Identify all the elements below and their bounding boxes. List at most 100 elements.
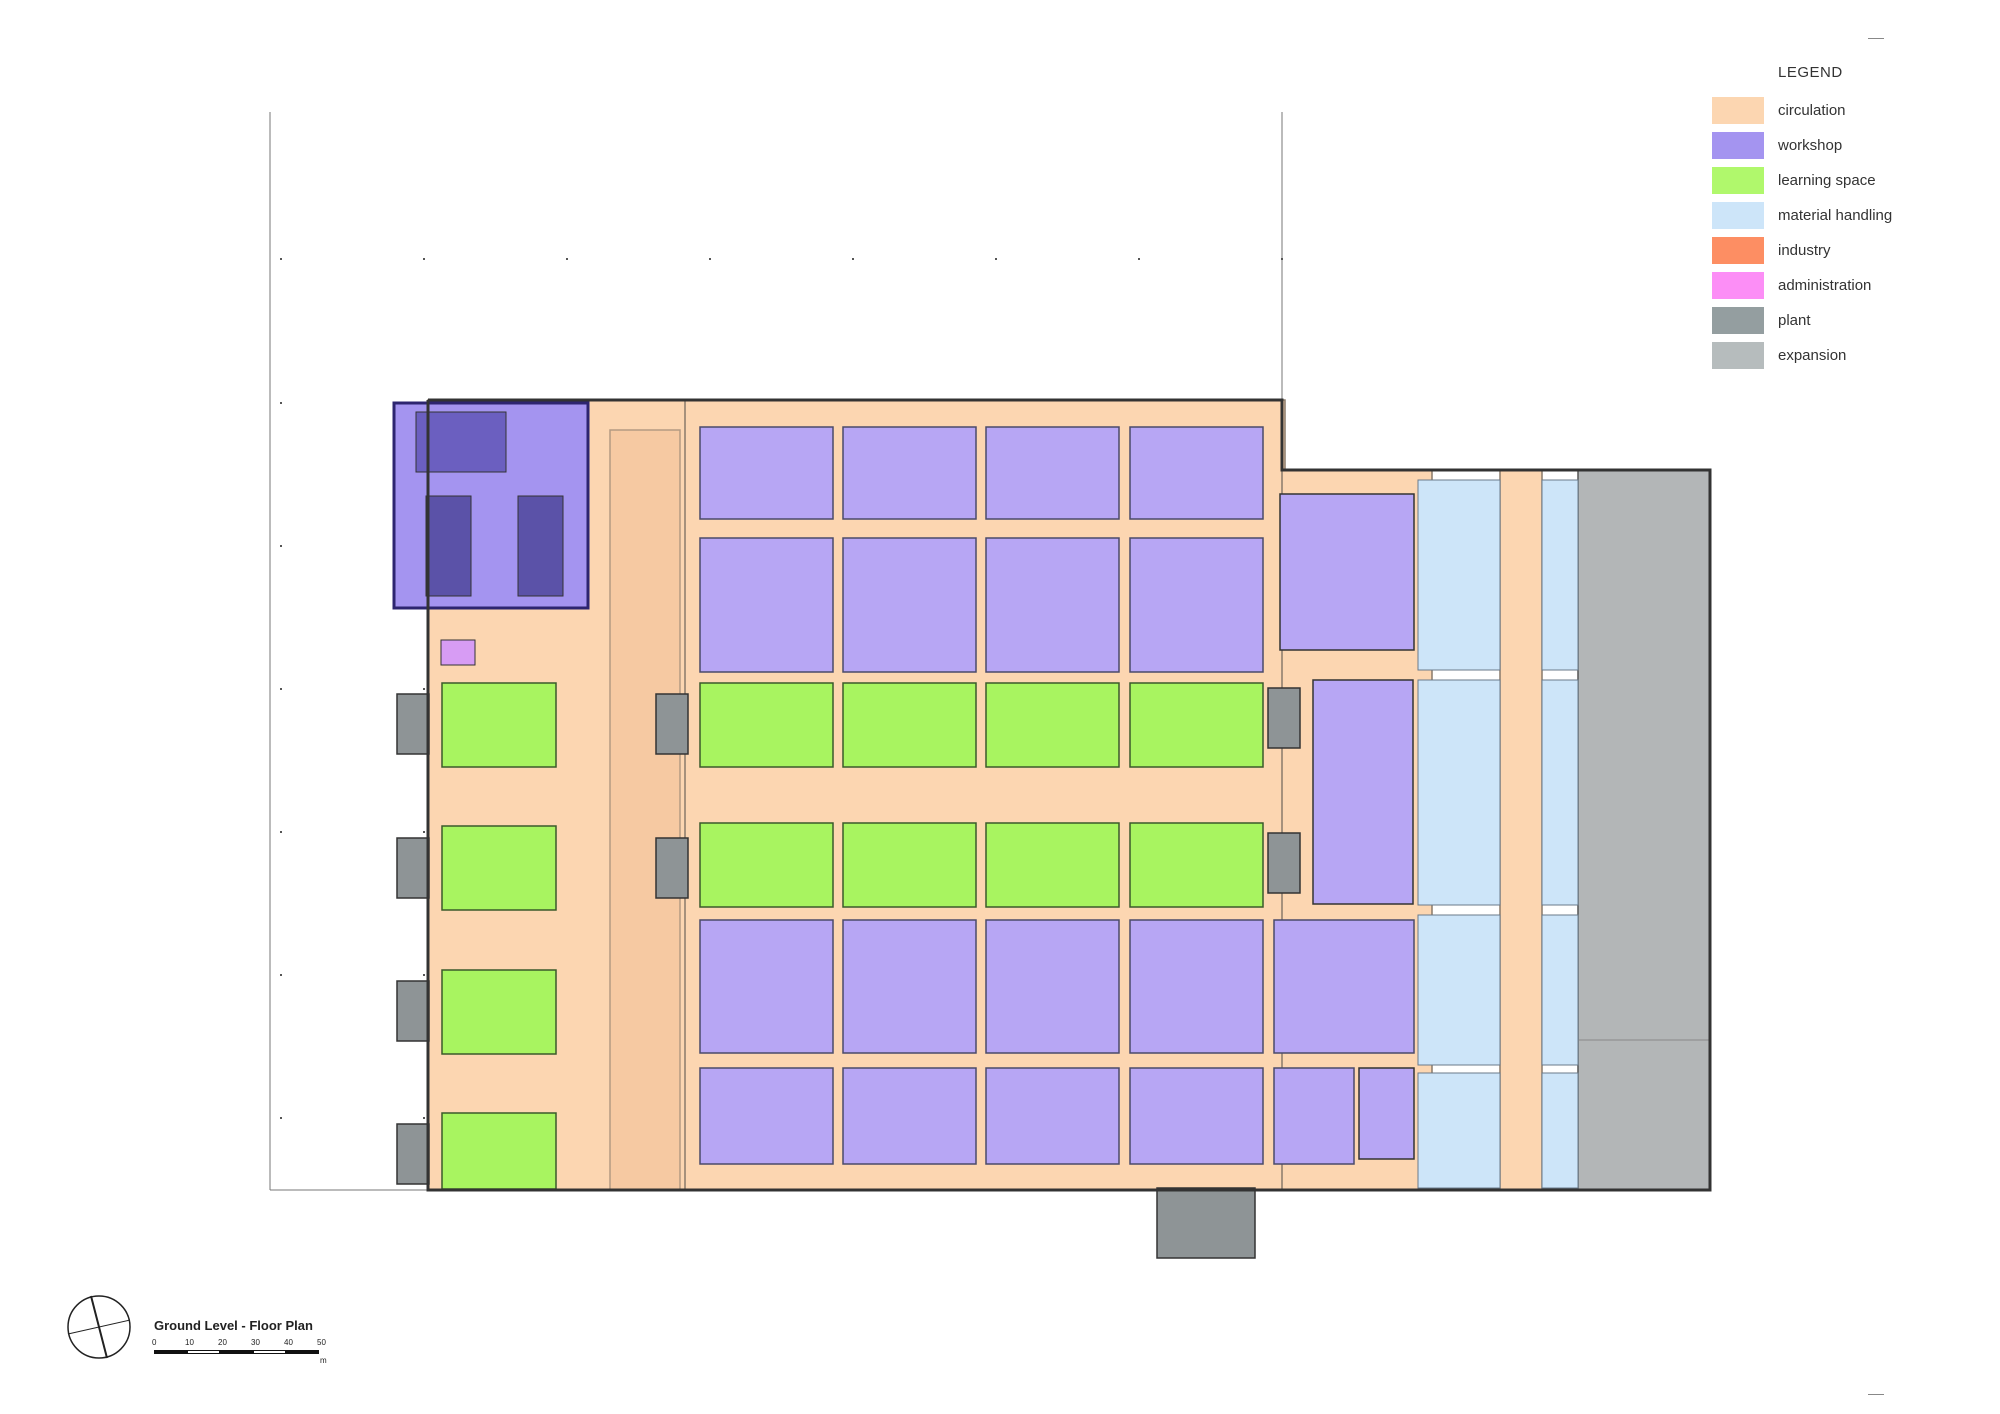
grid-dot [423, 974, 425, 976]
scale-segment [187, 1350, 220, 1354]
grid-dot [995, 258, 997, 260]
scale-segment [253, 1350, 286, 1354]
grid-dot [280, 258, 282, 260]
plant-annex-south [1156, 1187, 1256, 1259]
legend-items: circulation workshop learning space materia… [1712, 93, 1962, 373]
workshop-room [842, 537, 977, 673]
grid-dot [280, 1117, 282, 1119]
legend-swatch [1712, 97, 1764, 124]
workshop-east [1279, 493, 1415, 1160]
scale-tick-30: 30 [251, 1338, 260, 1347]
corner-mark-top [1868, 38, 1884, 39]
learning-space-room [985, 682, 1120, 768]
learning-space-room [441, 1112, 557, 1190]
workshop-room [985, 537, 1120, 673]
workshop-room [842, 426, 977, 520]
legend-label: industry [1778, 242, 1831, 259]
material-handling-zone [1417, 479, 1579, 1189]
legend-swatch [1712, 237, 1764, 264]
scale-segment [286, 1350, 319, 1354]
grid-dot [709, 258, 711, 260]
workshop-room [699, 919, 834, 1054]
workshop-room [842, 919, 977, 1054]
legend-swatch [1712, 167, 1764, 194]
legend-label: circulation [1778, 102, 1846, 119]
legend-label: administration [1778, 277, 1872, 294]
workshop-room [1129, 1067, 1264, 1165]
corner-mark-bottom [1868, 1394, 1884, 1395]
plant-room [396, 837, 430, 899]
grid-dot [280, 974, 282, 976]
grid-dot [280, 545, 282, 547]
grid-dot [852, 258, 854, 260]
learning-space-room [1129, 682, 1264, 768]
scale-unit: m [320, 1356, 327, 1365]
workshop-room [699, 537, 834, 673]
workshop-room [985, 426, 1120, 520]
legend-label: material handling [1778, 207, 1893, 224]
grid-dot [566, 258, 568, 260]
grid-dot [280, 831, 282, 833]
workshop-room [1129, 919, 1264, 1054]
legend-swatch [1712, 307, 1764, 334]
legend-item: plant [1712, 303, 1962, 338]
legend-swatch [1712, 272, 1764, 299]
workshop-room [699, 426, 834, 520]
legend-item: industry [1712, 233, 1962, 268]
scale-tick-10: 10 [185, 1338, 194, 1347]
scale-tick-50: 50 [317, 1338, 326, 1347]
workshop-room [842, 1067, 977, 1165]
legend-title: LEGEND [1778, 64, 1843, 81]
legend-swatch [1712, 202, 1764, 229]
workshop-room [985, 919, 1120, 1054]
scale-tick-20: 20 [218, 1338, 227, 1347]
scale-bar: 0 10 20 30 40 50 m [152, 1338, 332, 1368]
learning-space-room [441, 825, 557, 911]
legend-item: learning space [1712, 163, 1962, 198]
legend-label: plant [1778, 312, 1811, 329]
scale-tick-40: 40 [284, 1338, 293, 1347]
learning-space-room [699, 822, 834, 908]
scale-tick-0: 0 [152, 1338, 157, 1347]
grid-dot [280, 402, 282, 404]
legend-label: workshop [1778, 137, 1843, 154]
learning-space-room [1129, 822, 1264, 908]
building-outline [426, 398, 1712, 1192]
plant-room [1267, 687, 1301, 749]
workshop-room [1129, 537, 1264, 673]
learning-space-room [699, 682, 834, 768]
workshop-room [1129, 426, 1264, 520]
grid-dot [280, 688, 282, 690]
legend-swatch [1712, 132, 1764, 159]
plant-room [396, 980, 430, 1042]
plant-room [655, 693, 689, 755]
legend-item: workshop [1712, 128, 1962, 163]
plant-room [396, 1123, 430, 1185]
grid-dot [1138, 258, 1140, 260]
learning-space-room [441, 682, 557, 768]
learning-space-room [842, 682, 977, 768]
workshop-room [1273, 919, 1415, 1054]
expansion-zone [1577, 469, 1711, 1191]
legend-label: expansion [1778, 347, 1847, 364]
learning-space-room [441, 969, 557, 1055]
plant-rooms [396, 687, 1301, 1185]
workshop-block-northwest [392, 401, 590, 666]
grid-dot [423, 831, 425, 833]
learning-space-room [985, 822, 1120, 908]
legend-item: material handling [1712, 198, 1962, 233]
legend: LEGEND circulation workshop learning space… [1712, 64, 1962, 373]
plant-room [1267, 832, 1301, 894]
learning-space-rooms [441, 682, 1264, 1190]
legend-label: learning space [1778, 172, 1876, 189]
workshop-room [985, 1067, 1120, 1165]
workshop-room [1273, 1067, 1355, 1165]
grid-dot [423, 688, 425, 690]
legend-swatch [1712, 342, 1764, 369]
north-arrow-icon [66, 1294, 132, 1360]
legend-item: administration [1712, 268, 1962, 303]
workshop-rooms [699, 426, 1415, 1165]
legend-item: expansion [1712, 338, 1962, 373]
plant-room [655, 837, 689, 899]
